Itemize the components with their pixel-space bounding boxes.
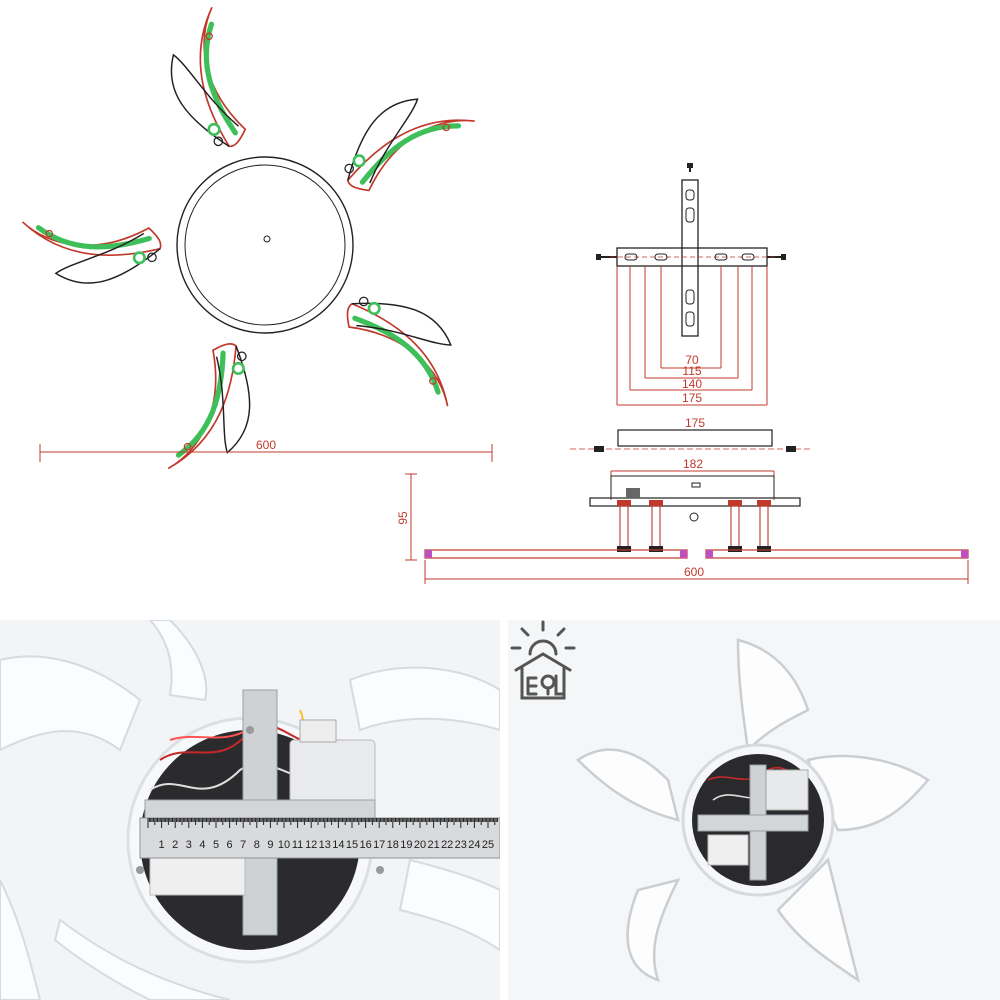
dim-mount-70: 70 — [685, 353, 699, 367]
house-sun-bulb-icon — [510, 620, 576, 700]
ruler-number: 19 — [400, 839, 412, 851]
dim-mount-175: 175 — [682, 391, 702, 405]
ruler-number: 11 — [292, 839, 303, 851]
mounting-bracket-view: 70 115 140 175 — [596, 163, 786, 406]
ruler-number: 25 — [482, 839, 494, 851]
ruler-number: 15 — [346, 839, 358, 851]
ruler-number: 13 — [319, 839, 331, 851]
ruler-number: 4 — [199, 839, 205, 851]
ruler-number: 3 — [186, 839, 192, 851]
ruler-number: 22 — [441, 839, 453, 851]
ruler-number: 12 — [305, 839, 317, 851]
full-fixture-photo — [508, 620, 1000, 1000]
dim-height-95: 95 — [396, 511, 410, 525]
ruler-number: 18 — [387, 839, 399, 851]
ruler-number: 21 — [427, 839, 439, 851]
ruler-number: 1 — [159, 839, 165, 851]
ruler-number: 6 — [227, 839, 233, 851]
ruler-number: 23 — [455, 839, 467, 851]
ruler-number: 2 — [172, 839, 178, 851]
ruler-number: 24 — [468, 839, 480, 851]
ruler-number: 14 — [332, 839, 344, 851]
ruler-number: 10 — [278, 839, 290, 851]
ruler-number: 20 — [414, 839, 426, 851]
flower-plan-view — [23, 7, 484, 486]
flower-width-dimension: 600 — [39, 438, 493, 462]
dim-side-600: 600 — [684, 565, 704, 579]
dim-side-182: 182 — [683, 457, 703, 471]
dim-side-175: 175 — [685, 416, 705, 430]
dim-mount-115: 115 — [682, 364, 701, 378]
technical-drawing: 600 70 115 140 — [0, 0, 969, 584]
ruler-number: 17 — [373, 839, 385, 851]
ruler-number: 9 — [267, 839, 273, 851]
ruler-number: 16 — [359, 839, 371, 851]
ruler-number: 8 — [254, 839, 260, 851]
dim-mount-140: 140 — [682, 377, 702, 391]
side-view: 175 182 — [396, 416, 969, 584]
ruler-number: 7 — [240, 839, 246, 851]
ruler-number: 5 — [213, 839, 219, 851]
dim-flower-600: 600 — [256, 438, 276, 452]
